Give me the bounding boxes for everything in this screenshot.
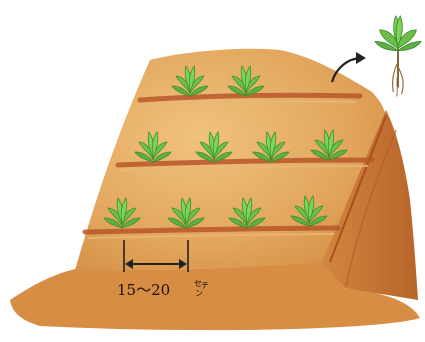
seedling-with-roots-icon [375, 16, 421, 97]
spacing-label: 15～20 [117, 281, 170, 299]
spacing-unit-bottom: ン [195, 289, 203, 298]
